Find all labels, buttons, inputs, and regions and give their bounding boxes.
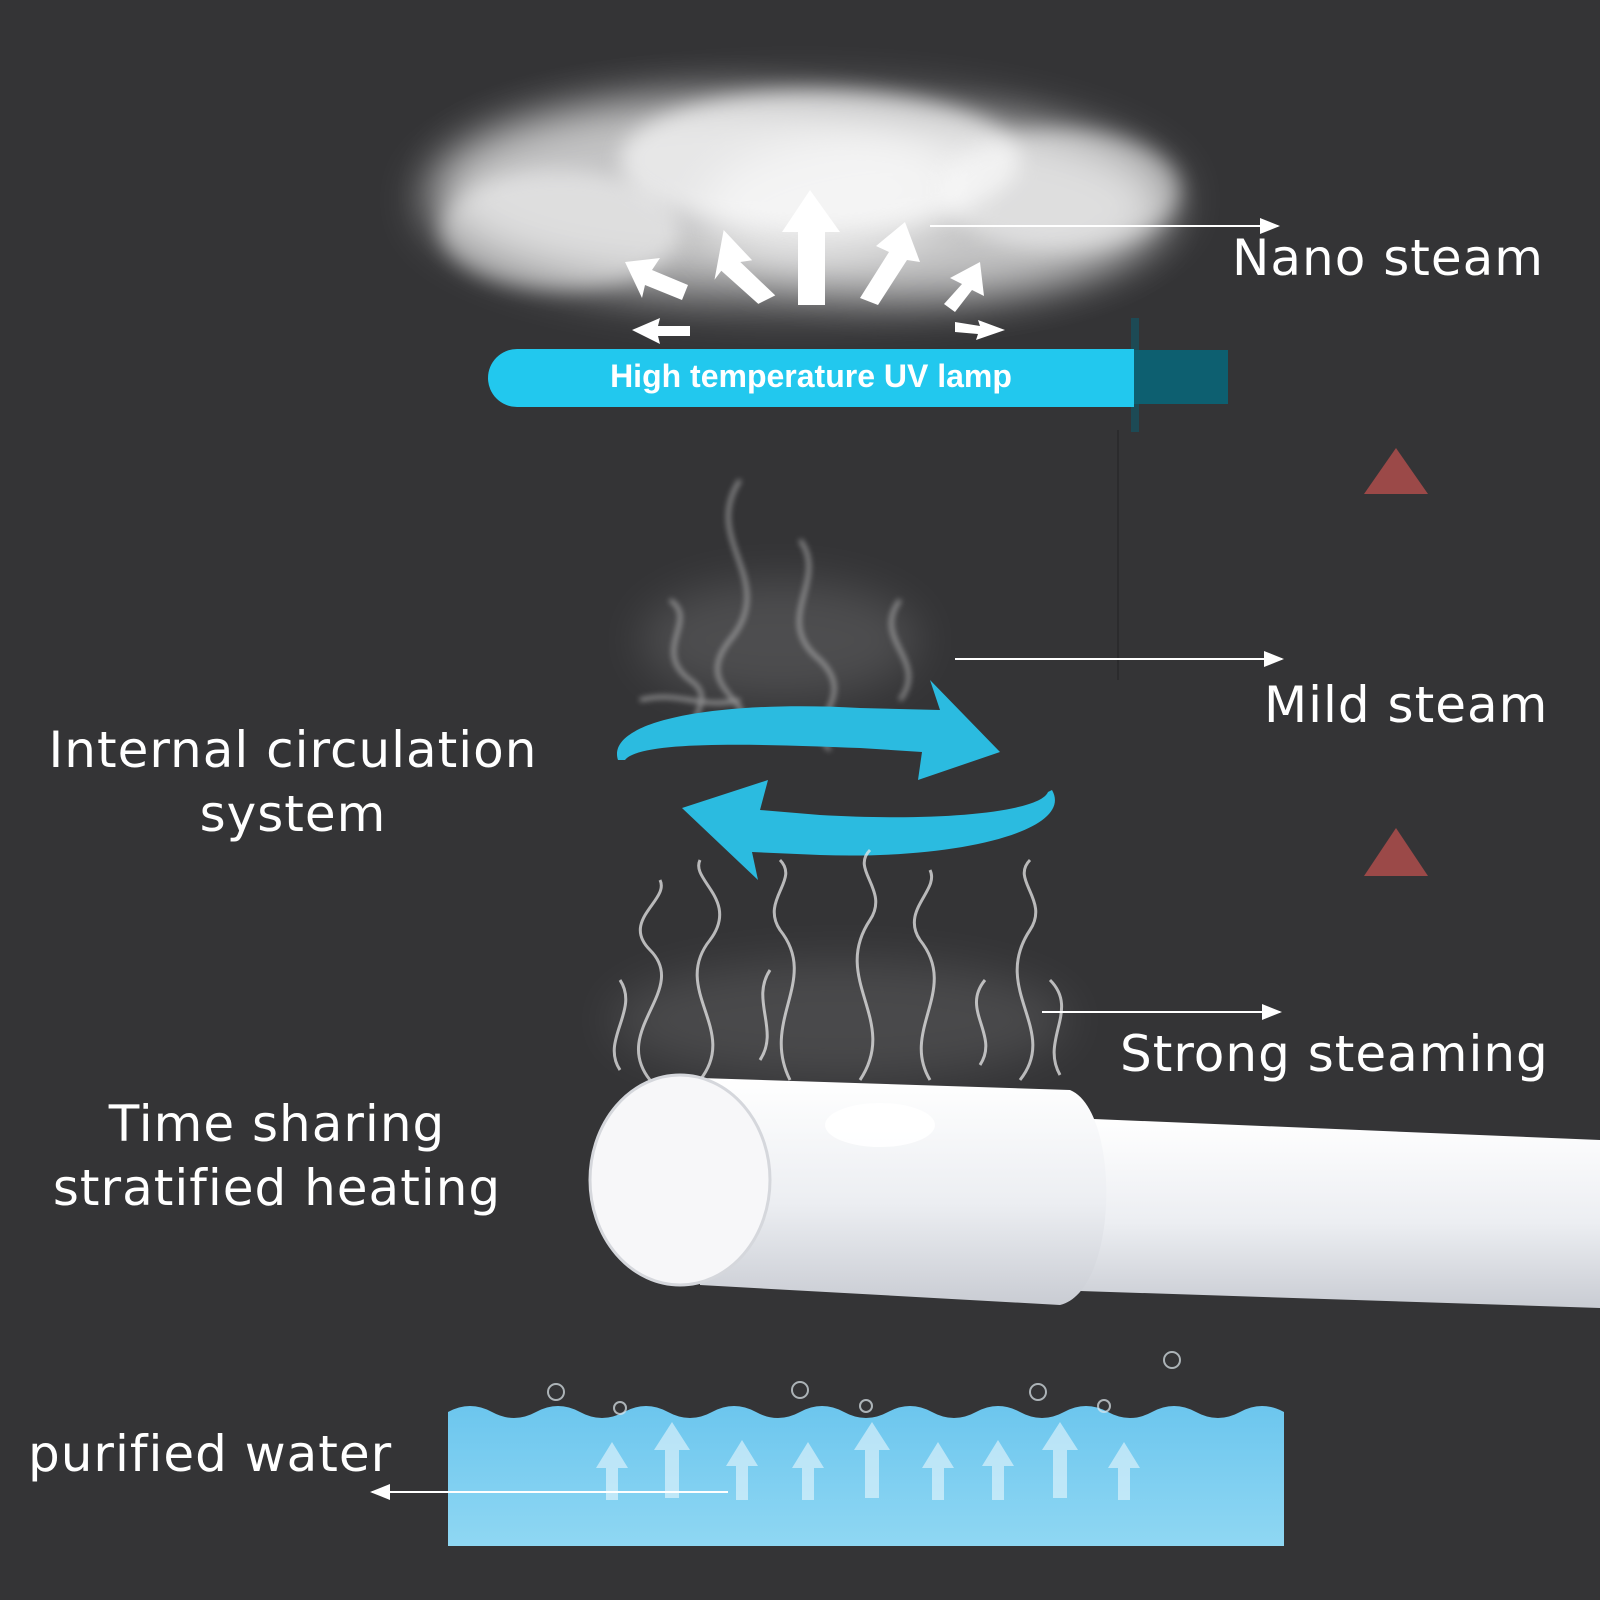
purified-water-label: purified water [28,1425,393,1483]
mild-steam-label: Mild steam [1264,676,1549,734]
circulation-arrows-icon [616,680,1055,880]
nano-steam-label: Nano steam [1232,229,1544,287]
time-sharing-line2: stratified heating [52,1159,502,1217]
up-arrow-icon [625,190,1005,344]
heating-tube-icon [588,1073,1600,1308]
time-sharing-label: Time sharing stratified heating [32,1092,522,1220]
internal-circulation-line2: system [199,785,387,843]
internal-circulation-line1: Internal circulation [48,721,538,779]
leader-lines [370,218,1284,1500]
time-sharing-line1: Time sharing [108,1095,446,1153]
triangle-marker-icon [1364,828,1428,876]
triangle-marker-icon [1364,448,1428,494]
uv-lamp: High temperature UV lamp [488,318,1228,432]
strong-steaming-label: Strong steaming [1120,1025,1549,1083]
water-tank-icon [448,1351,1284,1546]
uv-lamp-label: High temperature UV lamp [610,358,1012,394]
internal-circulation-label: Internal circulation system [28,718,558,846]
